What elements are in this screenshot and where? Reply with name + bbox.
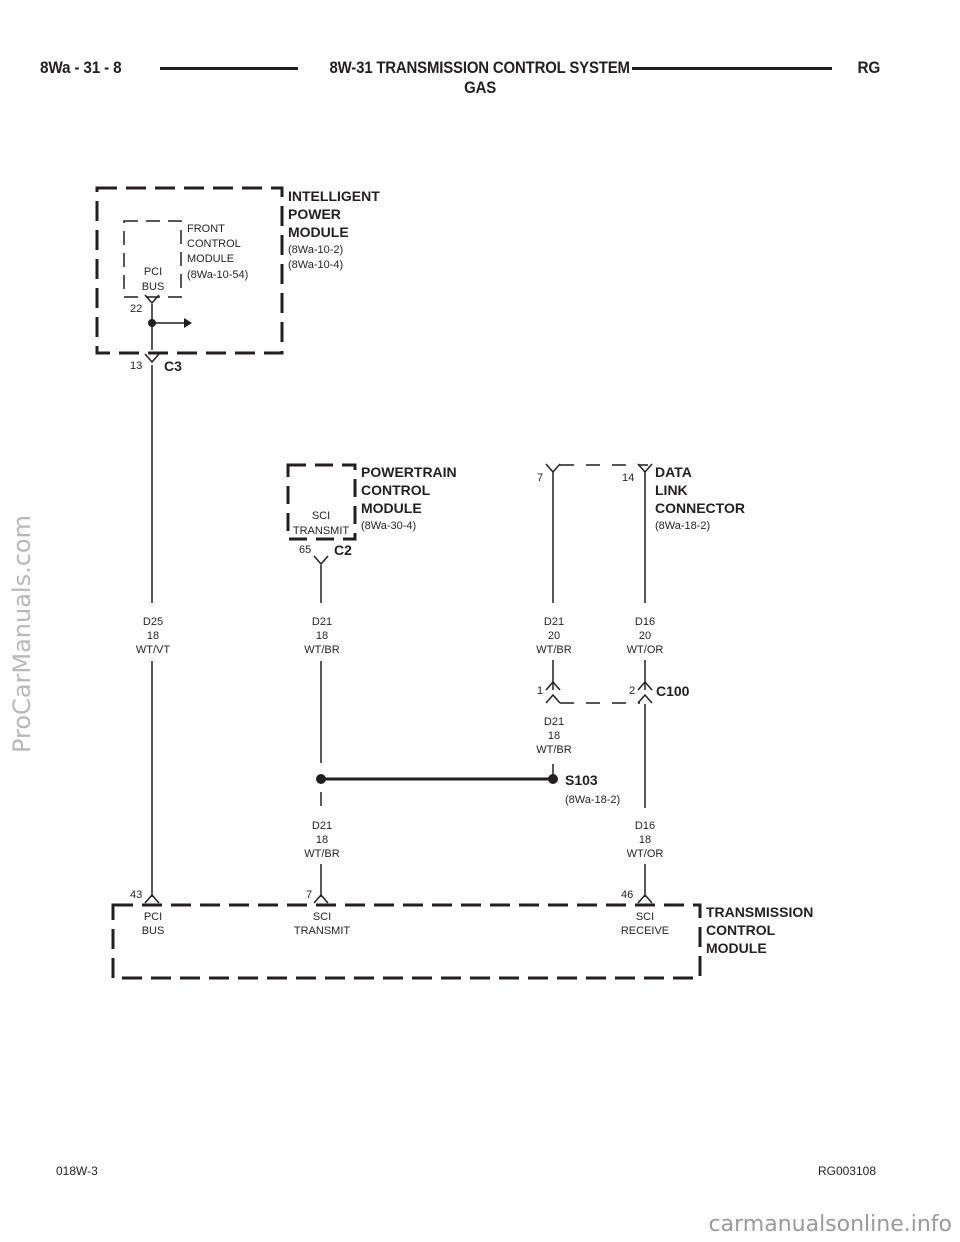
- tcm-pci-label-2: BUS: [142, 925, 165, 937]
- dlc-pin-7-symbol: [545, 463, 561, 474]
- wire-label-d16b-3: WT/OR: [627, 848, 664, 860]
- tcm-pin-7-symbol: [313, 893, 329, 904]
- front-control-module-box: [123, 220, 182, 298]
- front-module-label-4: (8Wa-10-54): [187, 269, 248, 281]
- page-code: 8Wa - 31 - 8: [40, 58, 122, 77]
- c100-pin-1: 1: [537, 685, 543, 697]
- tcm-pci-label-1: PCI: [144, 911, 162, 923]
- tcm-sci-rx-label-1: SCI: [636, 911, 654, 923]
- pcm-ref: (8Wa-30-4): [361, 520, 416, 532]
- wire-label-d21a-2: 18: [316, 630, 328, 642]
- connector-c2: C2: [334, 542, 352, 558]
- tcm-pin-43-symbol: [144, 893, 160, 904]
- tcm-name-3: MODULE: [706, 940, 767, 956]
- ipm-name-1: INTELLIGENT: [288, 188, 380, 204]
- pcm-sci-label-2: TRANSMIT: [293, 525, 350, 537]
- pin-22-symbol: [144, 294, 160, 305]
- wire-label-d25-2: 18: [147, 630, 159, 642]
- page-title-line1: 8W-31 TRANSMISSION CONTROL SYSTEM: [329, 58, 631, 77]
- front-module-label-3: MODULE: [187, 253, 234, 265]
- wire-label-d25-3: WT/VT: [136, 644, 170, 656]
- tcm-sci-tx-label-1: SCI: [313, 911, 331, 923]
- watermark-bottom: carmanualsonline.info: [708, 1212, 952, 1237]
- c100-pin-1-symbol: [545, 680, 561, 704]
- tcm-pin-43: 43: [130, 889, 142, 901]
- dlc-name-2: LINK: [655, 482, 688, 498]
- header-rule-right: [632, 67, 832, 70]
- tcm-pin-46: 46: [621, 889, 633, 901]
- ipm-pin-13: 13: [130, 360, 142, 372]
- wire-label-d21c-2: 18: [548, 730, 560, 742]
- c100-pin-2-symbol: [637, 680, 653, 704]
- splice-s103: S103: [565, 772, 598, 788]
- ipm-ref-2: (8Wa-10-4): [288, 259, 343, 271]
- pcm-sci-label-1: SCI: [312, 510, 330, 522]
- ipm-ref-1: (8Wa-10-2): [288, 244, 343, 256]
- wire-label-d16a-2: 20: [639, 630, 651, 642]
- c100-pin-2: 2: [629, 685, 635, 697]
- page-title: 8W-31 TRANSMISSION CONTROL SYSTEM GAS: [0, 58, 960, 98]
- front-module-label-2: CONTROL: [187, 238, 241, 250]
- pcm-name-3: MODULE: [361, 500, 422, 516]
- wire-label-d25-1: D25: [143, 616, 163, 628]
- watermark-side: ProCarManuals.com: [8, 515, 36, 754]
- dlc-name-1: DATA: [655, 464, 692, 480]
- front-module-label-1: FRONT: [187, 223, 225, 235]
- wire-label-d16b-2: 18: [639, 834, 651, 846]
- ipm-name-2: POWER: [288, 206, 341, 222]
- splice-s103-ref: (8Wa-18-2): [565, 794, 620, 806]
- tcm-sci-tx-label-2: TRANSMIT: [294, 925, 351, 937]
- tcm-pin-46-symbol: [637, 893, 653, 904]
- ipm-pci-label-1: PCI: [144, 266, 162, 278]
- wire-label-d21c-1: D21: [544, 716, 564, 728]
- ipm-pin-22: 22: [130, 303, 142, 315]
- dlc-pin-14-symbol: [637, 463, 653, 474]
- wire-label-d21c-3: WT/BR: [536, 744, 571, 756]
- pcm-pin-65: 65: [299, 544, 311, 556]
- ipm-pci-label-2: BUS: [142, 281, 165, 293]
- wire-label-d16a-3: WT/OR: [627, 644, 664, 656]
- connector-c100: C100: [656, 683, 690, 699]
- tcm-pin-7: 7: [306, 889, 312, 901]
- wire-label-d21b-2: 20: [548, 630, 560, 642]
- pcm-name-2: CONTROL: [361, 482, 431, 498]
- wire-label-d21b-3: WT/BR: [536, 644, 571, 656]
- footer-left-code: 018W-3: [56, 1164, 98, 1178]
- pin-65-symbol: [313, 555, 329, 566]
- wire-label-d21d-3: WT/BR: [304, 848, 339, 860]
- wire-label-d21d-1: D21: [312, 820, 332, 832]
- page-title-line2: GAS: [464, 78, 496, 97]
- s103-right-dot: [548, 774, 558, 784]
- wire-label-d21a-1: D21: [312, 616, 332, 628]
- pcm-name-1: POWERTRAIN: [361, 464, 457, 480]
- wire-label-d16b-1: D16: [635, 820, 655, 832]
- dlc-ref: (8Wa-18-2): [655, 520, 710, 532]
- s103-left-dot: [316, 774, 326, 784]
- wire-label-d16a-1: D16: [635, 616, 655, 628]
- dlc-name-3: CONNECTOR: [655, 500, 745, 516]
- footer-right-code: RG003108: [817, 1164, 876, 1178]
- tcm-box: [111, 903, 702, 980]
- ipm-branch-arrow: [184, 318, 192, 328]
- wire-label-d21b-1: D21: [544, 616, 564, 628]
- ipm-splice-dot: [148, 319, 156, 327]
- tcm-name-2: CONTROL: [706, 922, 776, 938]
- wire-label-d21d-2: 18: [316, 834, 328, 846]
- pin-13-symbol: [144, 353, 160, 364]
- wire-label-d21a-3: WT/BR: [304, 644, 339, 656]
- connector-c3: C3: [164, 358, 182, 374]
- tcm-sci-rx-label-2: RECEIVE: [621, 925, 669, 937]
- header-rule-left: [160, 67, 298, 70]
- model-code: RG: [857, 58, 880, 77]
- pcm-box: [286, 463, 357, 541]
- ipm-name-3: MODULE: [288, 224, 349, 240]
- tcm-name-1: TRANSMISSION: [706, 904, 813, 920]
- ipm-box: [95, 186, 284, 355]
- dlc-pin-14: 14: [622, 472, 634, 484]
- dlc-pin-7: 7: [537, 472, 543, 484]
